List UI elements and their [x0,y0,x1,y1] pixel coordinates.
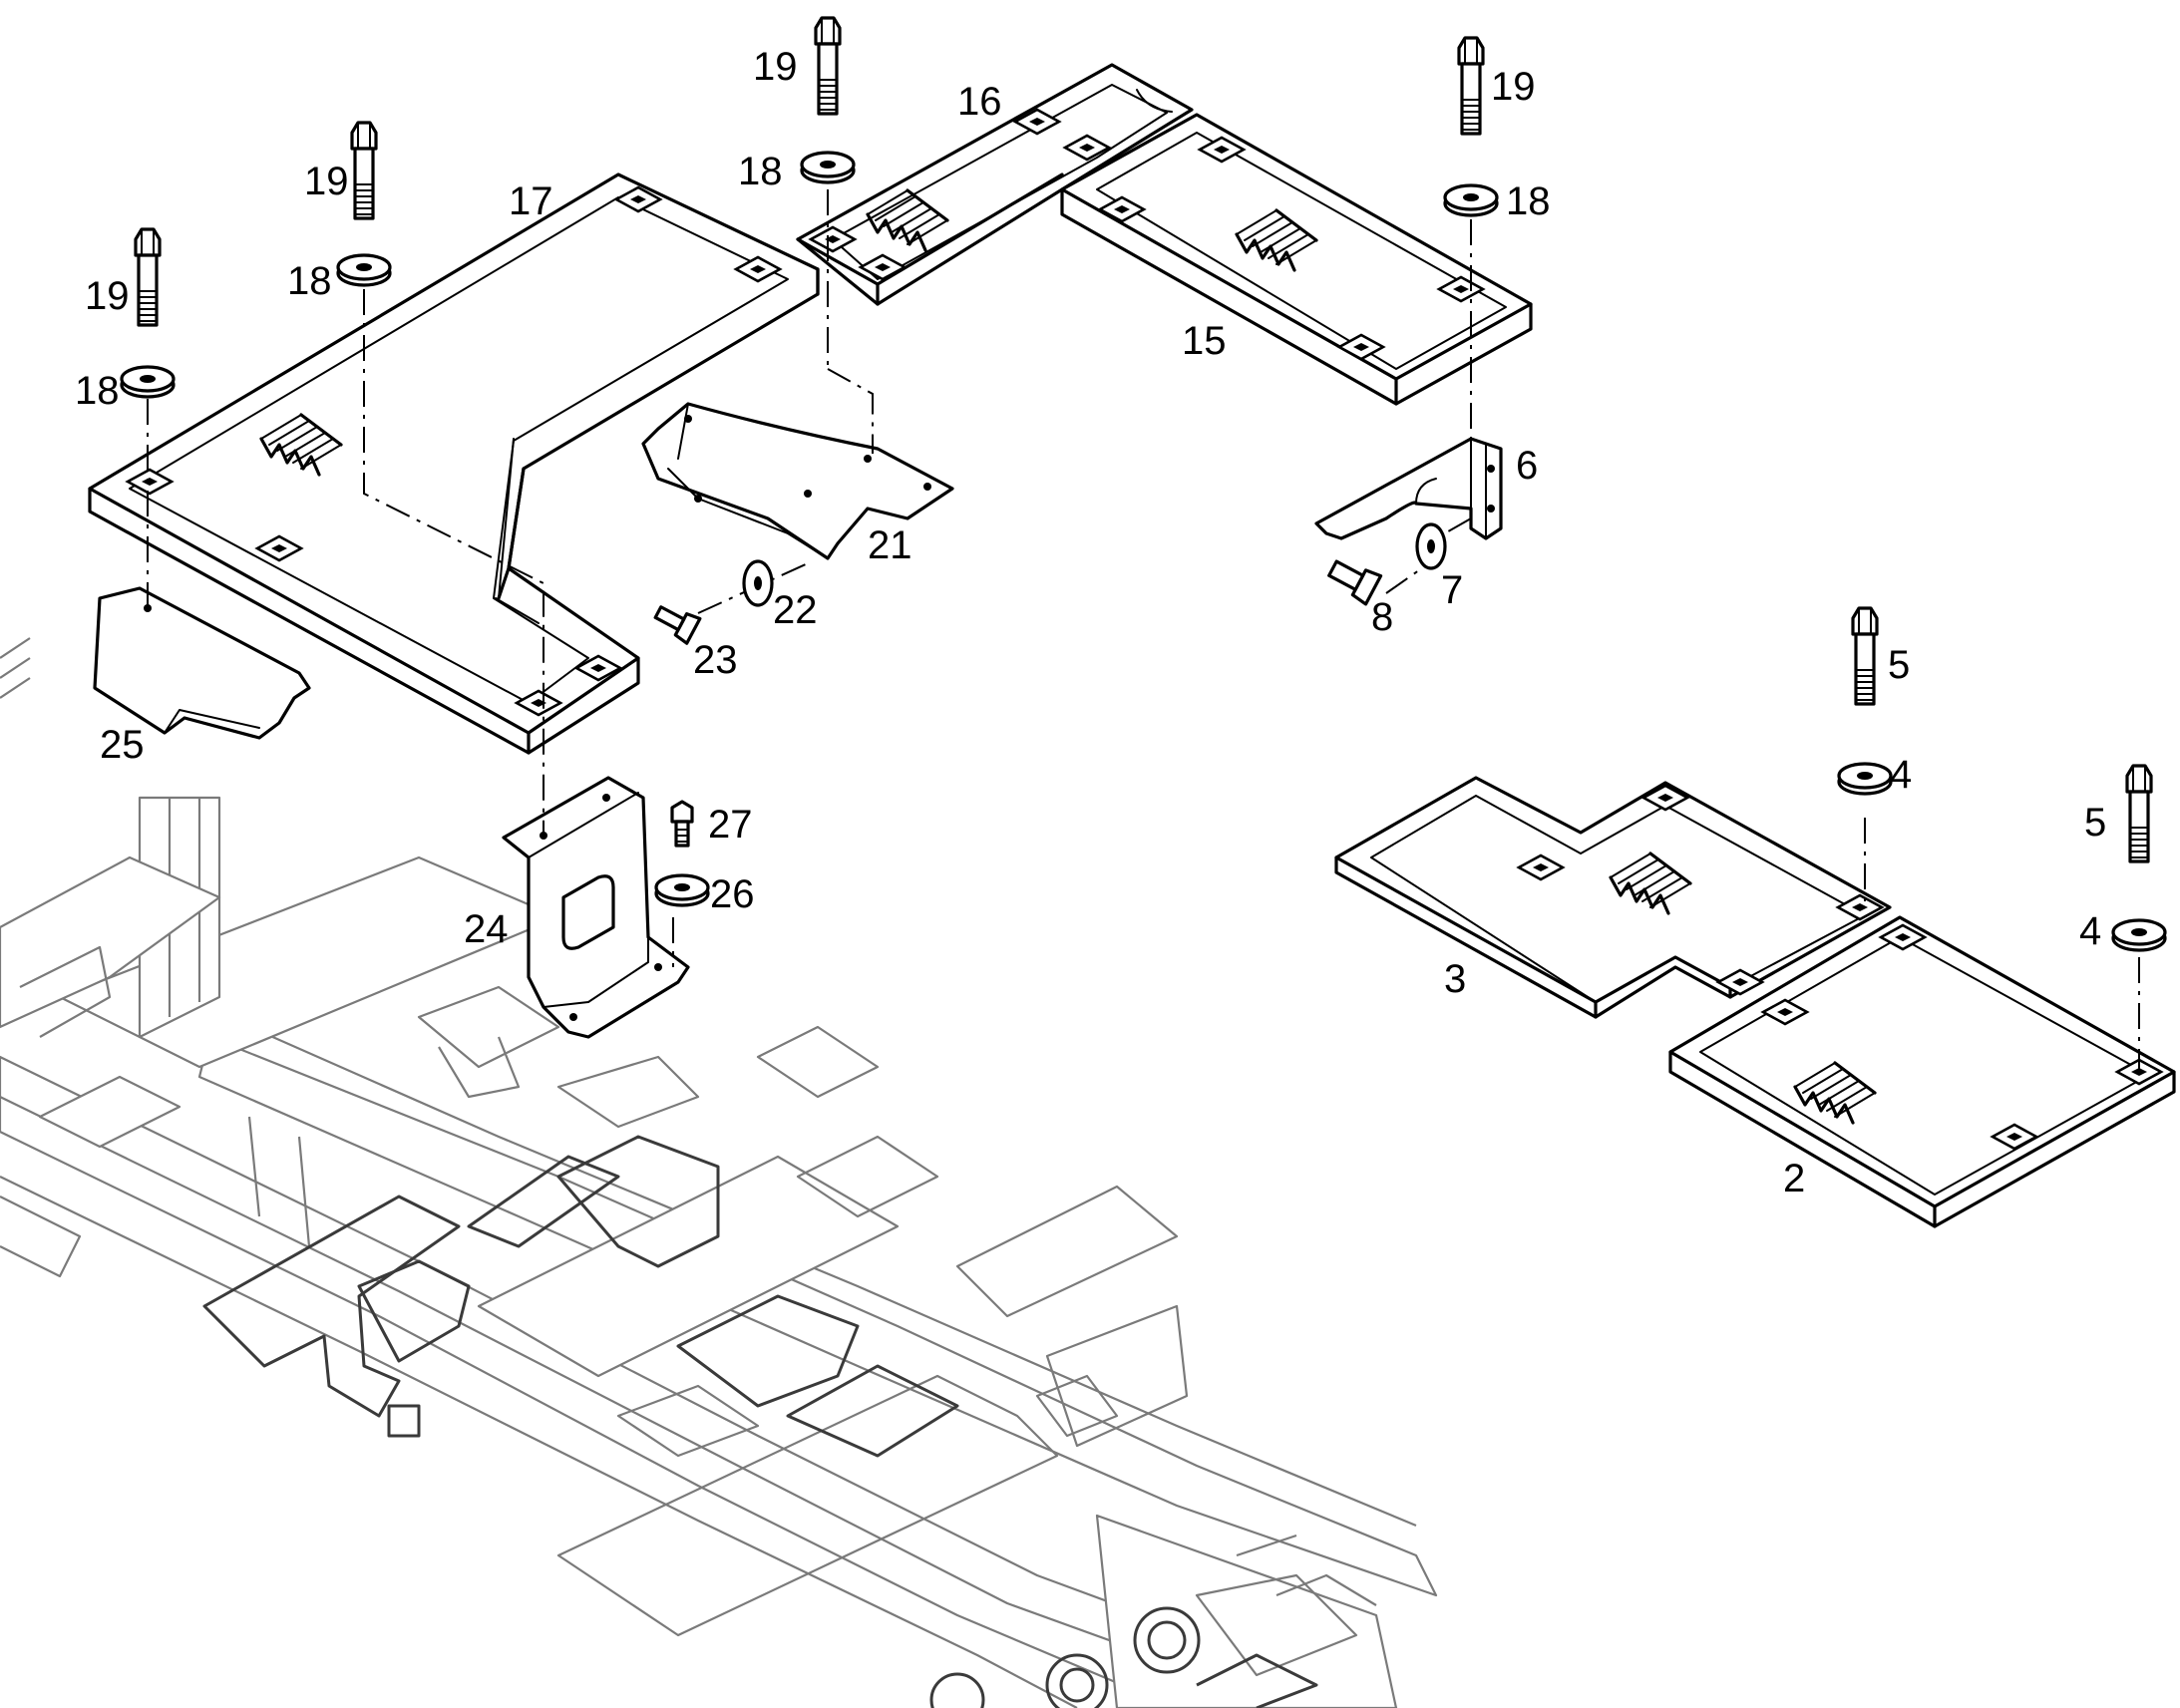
washer-18-b [336,253,392,287]
part-15-frame [1060,113,1533,406]
part-17-frame [88,172,820,755]
label-18-d: 18 [1506,179,1551,223]
label-22: 22 [773,588,818,632]
label-6: 6 [1516,444,1538,488]
bolt-5-b [2125,764,2153,863]
label-18-c: 18 [738,150,783,193]
label-5-a: 5 [1888,643,1910,687]
bolt-19-c [814,16,842,116]
part-labels: 19 18 19 18 17 19 18 16 19 18 15 6 7 8 2… [75,45,2106,1200]
bolt-8 [1327,559,1383,606]
part-25-bracket [93,586,311,740]
label-24: 24 [464,907,509,951]
fasteners [120,16,2167,952]
part-6-bracket [1314,437,1503,540]
label-3: 3 [1444,957,1466,1001]
assembly-centerlines [147,189,2140,1072]
label-21: 21 [868,523,912,567]
bolt-27 [670,800,694,848]
label-15: 15 [1182,319,1227,363]
label-19-b: 19 [304,160,349,203]
label-17: 17 [509,179,553,223]
label-18-a: 18 [75,369,120,413]
washer-4-a [1837,762,1893,796]
label-19-d: 19 [1491,65,1536,109]
washer-18-c [800,151,856,184]
label-19-c: 19 [753,45,798,89]
label-7: 7 [1441,568,1463,612]
part-24-bracket [502,776,690,1039]
washer-4-b [2111,918,2167,952]
label-4-b: 4 [2079,909,2101,953]
label-4-a: 4 [1890,753,1912,797]
label-8: 8 [1371,595,1393,639]
washer-7 [1415,522,1447,570]
bolt-19-b [350,121,378,220]
bolt-5-a [1851,606,1879,706]
label-25: 25 [100,723,145,767]
label-26: 26 [710,872,755,916]
part-16-frame [796,63,1194,306]
bolt-19-d [1457,36,1485,136]
label-23: 23 [693,638,738,682]
part-2-frame [1668,915,2176,1228]
washer-18-d [1443,183,1499,217]
label-2: 2 [1783,1157,1805,1200]
label-16: 16 [957,80,1002,124]
chassis-frame [0,637,1438,1708]
bolt-19-a [134,227,162,327]
label-27: 27 [708,803,753,847]
label-18-b: 18 [287,259,332,303]
bolt-23 [653,605,702,645]
label-19-a: 19 [85,274,130,318]
washer-26 [654,873,710,907]
label-5-b: 5 [2084,801,2106,845]
washer-22 [742,559,774,607]
part-3-frame [1334,776,1892,1019]
washer-18-a [120,365,176,399]
part-21-bracket [641,402,954,560]
